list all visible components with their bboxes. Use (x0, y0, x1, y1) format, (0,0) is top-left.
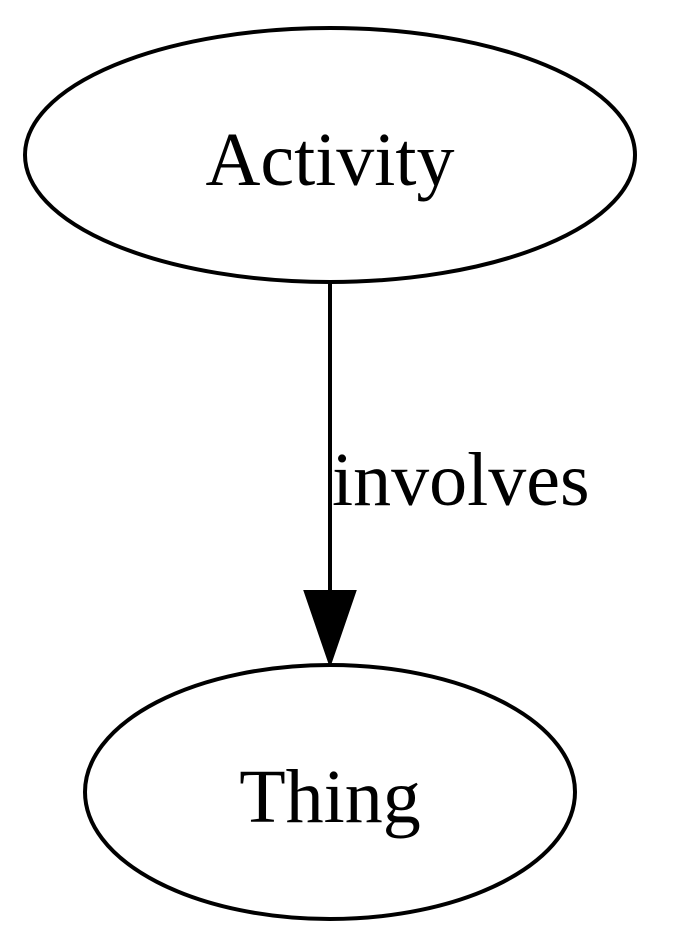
node-thing-shape (83, 663, 577, 921)
node-activity-shape (23, 26, 637, 284)
node-thing[interactable]: Thing (83, 663, 577, 921)
edge-involves[interactable]: involves (303, 284, 590, 669)
node-activity[interactable]: Activity (23, 26, 637, 284)
edge-involves-label: involves (332, 438, 590, 522)
node-activity-label: Activity (205, 118, 454, 202)
node-thing-label: Thing (239, 755, 421, 839)
edge-involves-arrowhead (303, 590, 357, 669)
